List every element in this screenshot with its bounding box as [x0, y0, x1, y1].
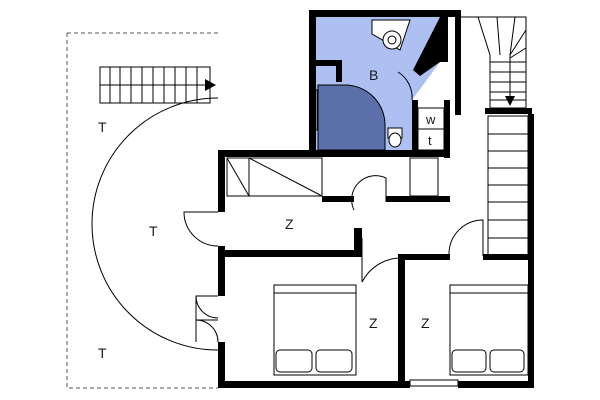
terrace-outline	[66, 32, 218, 389]
double-bed-icon	[273, 284, 357, 376]
sink-icon	[371, 19, 411, 51]
shower-icon	[317, 84, 386, 151]
double-bed-icon	[449, 284, 529, 376]
toilet-label-w: w	[425, 112, 436, 127]
terrace-stairs-icon	[99, 66, 216, 104]
walls	[218, 10, 534, 388]
bathroom-door-swing	[397, 71, 413, 101]
toilet-icon	[387, 127, 403, 148]
cupboard-icon	[226, 157, 439, 197]
bathroom-label: B	[369, 67, 378, 83]
room-label-bedroom-right: Z	[421, 315, 430, 331]
terrace-label-bottom: T	[98, 345, 107, 361]
stairs-icon	[460, 16, 529, 257]
terrace-label-middle: T	[149, 223, 158, 239]
door-swing-icon	[183, 175, 484, 343]
window-icon	[409, 379, 459, 387]
room-label-upper: Z	[285, 216, 294, 232]
terrace-label-top: T	[98, 119, 107, 135]
room-label-bedroom-left: Z	[369, 315, 378, 331]
terrace-arc	[91, 97, 219, 351]
toilet-label-t: t	[428, 133, 432, 148]
